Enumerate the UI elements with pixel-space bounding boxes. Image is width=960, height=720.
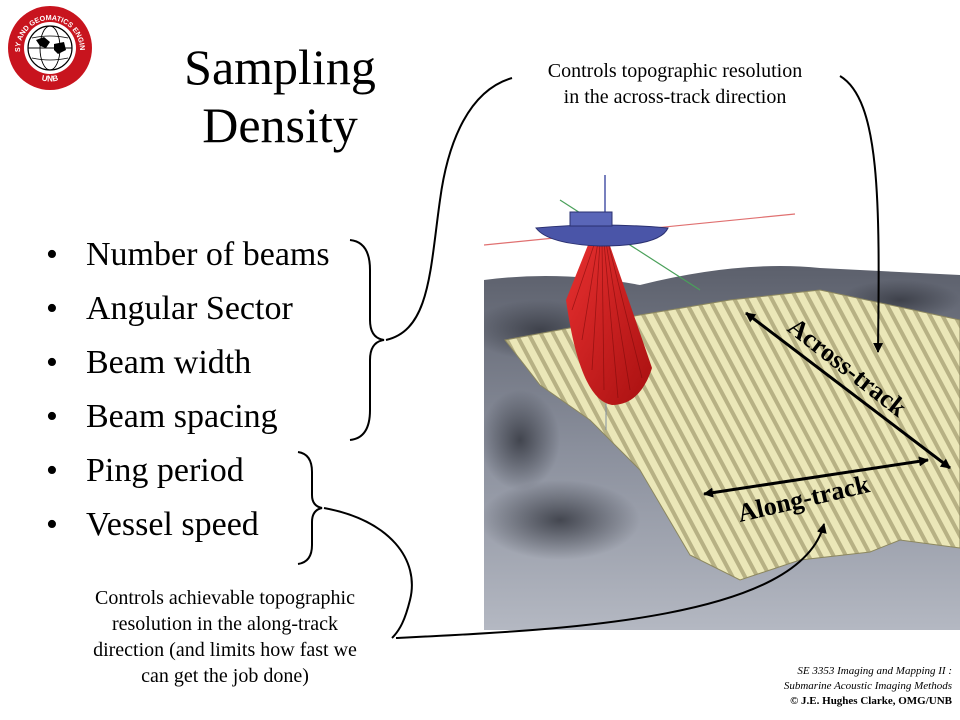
logo-bottom-text: UNB bbox=[41, 73, 59, 83]
bullet-text: Beam spacing bbox=[86, 398, 278, 435]
bullet-dot: • bbox=[46, 290, 58, 327]
bullet-item: • Vessel speed bbox=[46, 502, 330, 556]
course-line: SE 3353 Imaging and Mapping II : bbox=[797, 665, 952, 677]
bullet-text: Ping period bbox=[86, 452, 244, 489]
multibeam-swath-illustration bbox=[484, 175, 960, 630]
bullet-dot: • bbox=[46, 236, 58, 273]
bullet-item: • Beam spacing bbox=[46, 394, 330, 448]
sonar-beam-fan bbox=[566, 240, 652, 405]
bullet-item: • Ping period bbox=[46, 448, 330, 502]
copyright: © J.E. Hughes Clarke, OMG/UNB bbox=[790, 695, 952, 707]
bullet-dot: • bbox=[46, 344, 58, 381]
bullet-dot: • bbox=[46, 506, 58, 543]
slide-footer: SE 3353 Imaging and Mapping II : Submari… bbox=[700, 664, 952, 709]
bullet-list: • Number of beams • Angular Sector • Beam w… bbox=[46, 232, 330, 556]
seafloor-shadow bbox=[484, 390, 560, 490]
brace-across-track bbox=[349, 239, 385, 441]
bullet-item: • Angular Sector bbox=[46, 286, 330, 340]
callout-line: in the across-track direction bbox=[563, 86, 787, 108]
bullet-text: Vessel speed bbox=[86, 506, 259, 543]
seafloor-shadow bbox=[484, 480, 640, 560]
title-line-1: Sampling bbox=[184, 39, 376, 95]
bullet-text: Beam width bbox=[86, 344, 252, 381]
along-track-callout: Controls achievable topographic resoluti… bbox=[50, 585, 400, 689]
unb-logo: GEODESY AND GEOMATICS ENGINEERING UNB bbox=[6, 4, 92, 90]
callout-line: Controls achievable topographic bbox=[95, 587, 355, 609]
callout-line: Controls topographic resolution bbox=[547, 60, 803, 82]
bullet-dot: • bbox=[46, 398, 58, 435]
bullet-text: Angular Sector bbox=[86, 290, 293, 327]
survey-vessel bbox=[535, 224, 669, 247]
vessel-cabin bbox=[569, 211, 613, 227]
across-track-callout: Controls topographic resolution in the a… bbox=[500, 58, 850, 110]
bullet-text: Number of beams bbox=[86, 236, 330, 273]
bullet-dot: • bbox=[46, 452, 58, 489]
bullet-item: • Number of beams bbox=[46, 232, 330, 286]
title-line-2: Density bbox=[202, 97, 358, 153]
callout-line: direction (and limits how fast we bbox=[93, 639, 357, 661]
callout-line: can get the job done) bbox=[141, 665, 309, 687]
course-subtitle: Submarine Acoustic Imaging Methods bbox=[783, 680, 952, 692]
beam-lines bbox=[571, 241, 643, 399]
slide-title: Sampling Density bbox=[110, 38, 450, 154]
bullet-item: • Beam width bbox=[46, 340, 330, 394]
callout-line: resolution in the along-track bbox=[111, 613, 339, 635]
